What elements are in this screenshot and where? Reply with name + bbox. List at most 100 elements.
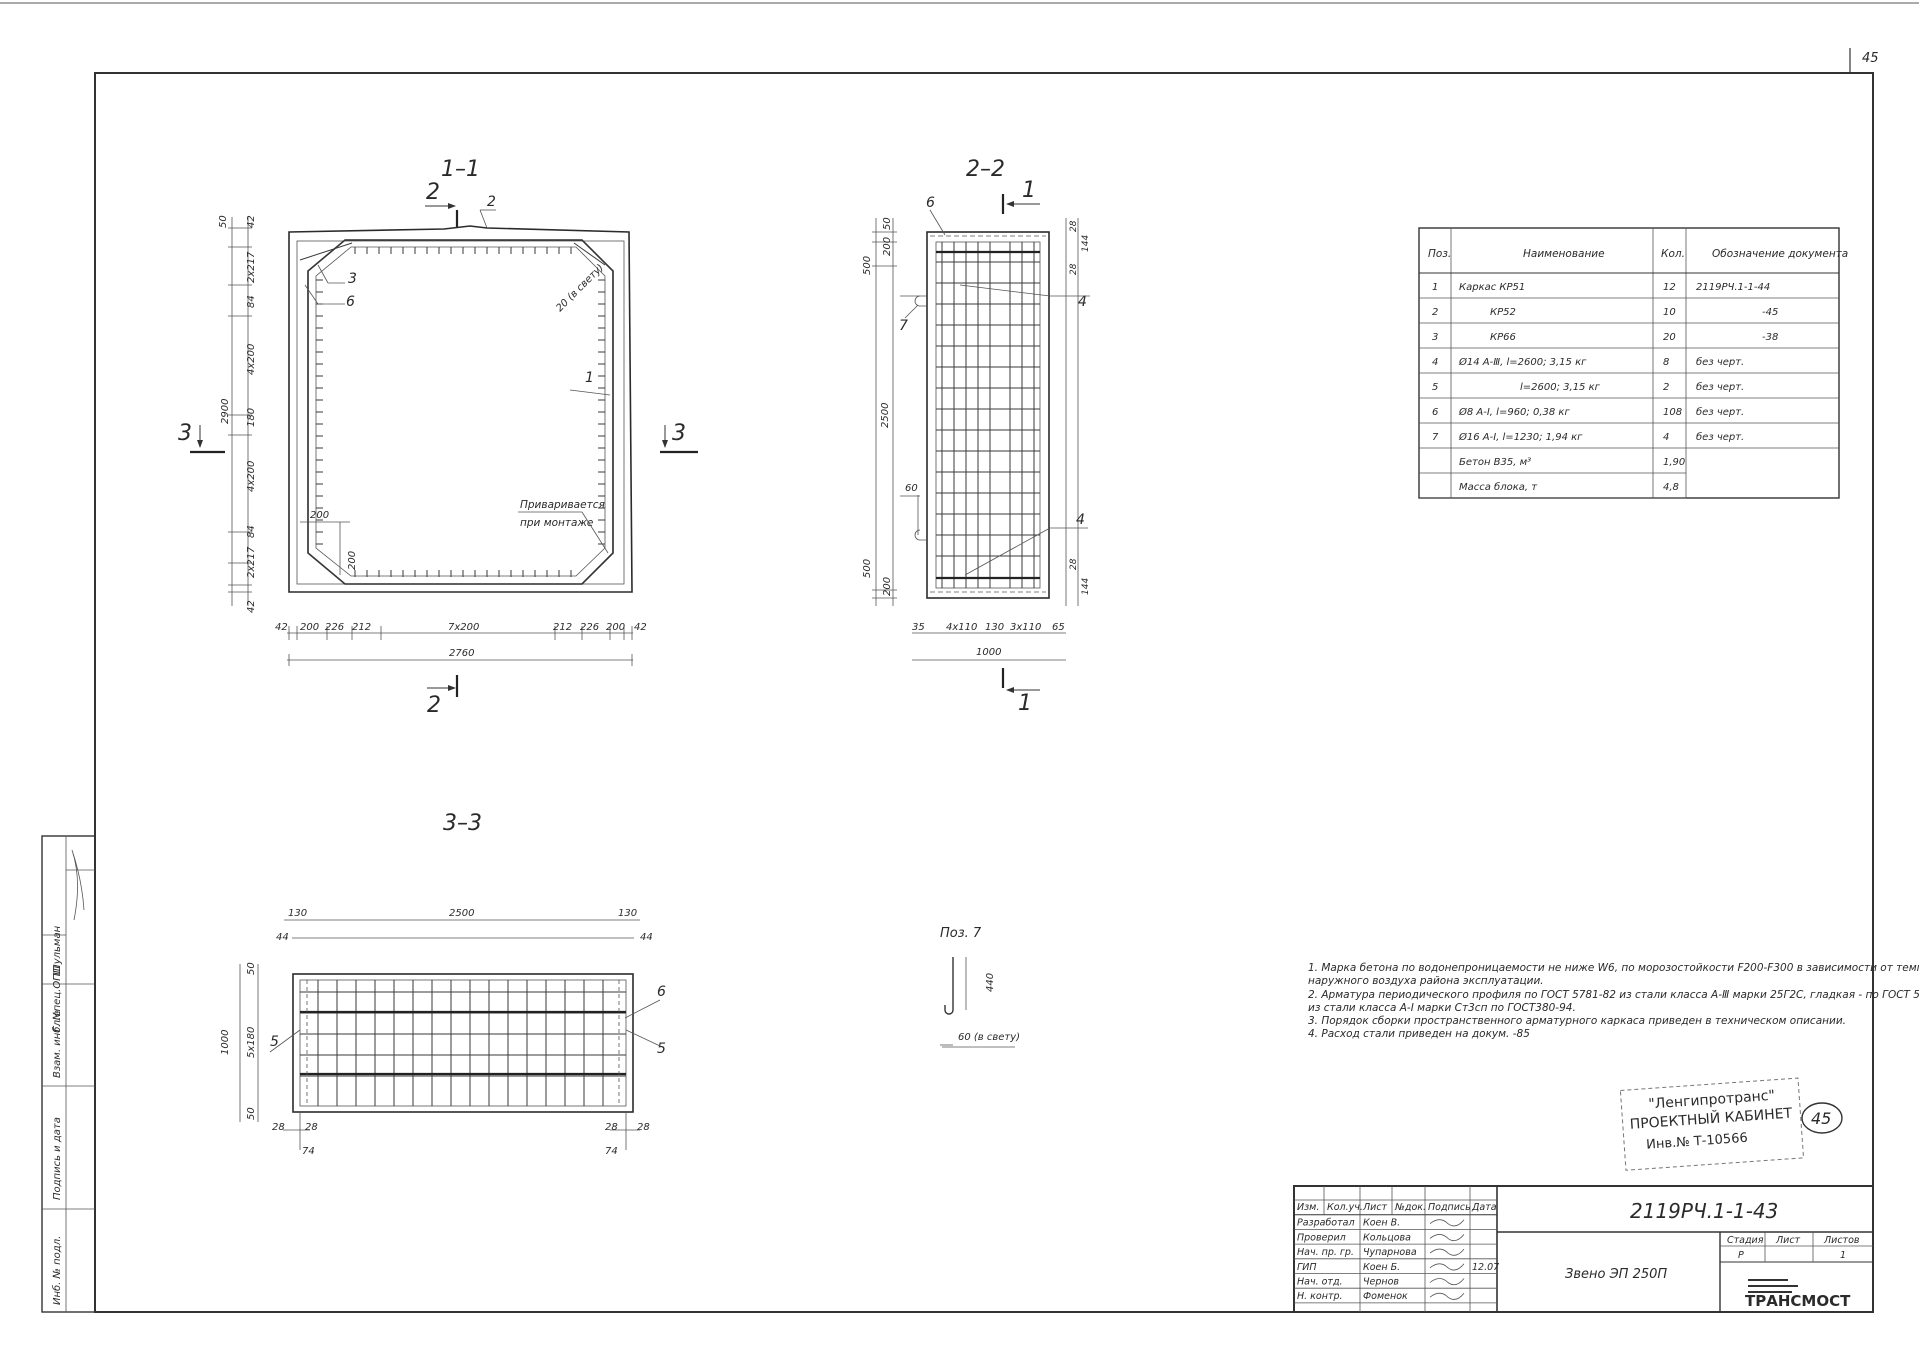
spec-qty: 12	[1663, 282, 1676, 293]
svg-text:Гл.спец.ОПП: Гл.спец.ОПП	[52, 965, 63, 1032]
svg-text:2: 2	[427, 693, 441, 718]
tb-person: Кольцова	[1363, 1232, 1411, 1243]
tb-date: 12.07	[1472, 1262, 1499, 1273]
tb-head-1: Кол.уч.	[1327, 1202, 1363, 1213]
svg-text:28: 28	[637, 1122, 650, 1133]
doc-name: Звено ЭП 250П	[1565, 1267, 1667, 1282]
svg-text:3х110: 3х110	[1010, 622, 1041, 633]
tb-person: Коен В.	[1363, 1218, 1400, 1229]
svg-text:Шульман: Шульман	[52, 925, 63, 975]
svg-text:35: 35	[912, 622, 925, 633]
spec-name: КР52	[1490, 307, 1516, 318]
svg-text:65: 65	[1052, 622, 1065, 633]
svg-text:42: 42	[246, 600, 257, 613]
notes: 1. Марка бетона по водонепроницаемости н…	[1308, 962, 1919, 1040]
spec-header-0: Поз.	[1428, 248, 1451, 260]
spec-doc: без черт.	[1696, 431, 1744, 443]
tb-person: Фоменок	[1363, 1291, 1408, 1302]
spec-qty: 8	[1663, 357, 1669, 368]
spec-name: Ø14 А-Ⅲ, l=2600; 3,15 кг	[1458, 356, 1587, 368]
note-line-2: наружного воздуха района эксплуатации.	[1308, 975, 1544, 987]
spec-qty: 10	[1663, 307, 1676, 318]
svg-text:44: 44	[640, 932, 653, 943]
tb-head-4: Подпись	[1428, 1202, 1471, 1213]
svg-text:200: 200	[882, 577, 893, 596]
svg-text:1000: 1000	[976, 647, 1001, 658]
spec-qty: 1,90	[1663, 457, 1685, 468]
svg-text:5: 5	[657, 1041, 666, 1057]
archive-stamp: "Ленгипротранс" ПРОЕКТНЫЙ КАБИНЕТ Инв.№ …	[1619, 1077, 1805, 1171]
spec-pos: 2	[1432, 307, 1438, 318]
svg-text:2х217: 2х217	[246, 546, 257, 578]
svg-text:2500: 2500	[880, 403, 891, 428]
side-strip: Инб. № подл. Подпись и дата Взам. инб. №…	[41, 835, 96, 1313]
spec-qty: 20	[1663, 332, 1676, 343]
spec-name: Масса блока, т	[1459, 481, 1538, 493]
spec-name: Ø16 А-I, l=1230; 1,94 кг	[1458, 431, 1583, 443]
page-number: 45	[1862, 51, 1879, 66]
spec-pos: 6	[1432, 407, 1438, 418]
svg-text:200: 200	[606, 622, 625, 633]
svg-text:212: 212	[553, 622, 572, 633]
svg-text:4х200: 4х200	[246, 461, 257, 492]
tb-head-0: Изм.	[1297, 1202, 1319, 1213]
svg-text:5: 5	[270, 1034, 279, 1050]
svg-text:4: 4	[1076, 512, 1085, 528]
svg-text:4х110: 4х110	[946, 622, 977, 633]
svg-text:Взам. инб. №: Взам. инб. №	[51, 1010, 63, 1078]
tb-role: ГИП	[1297, 1262, 1317, 1273]
svg-text:4: 4	[1078, 294, 1087, 310]
svg-text:Подпись и дата: Подпись и дата	[52, 1117, 63, 1200]
spec-name: Каркас КР51	[1459, 282, 1525, 293]
tb-person: Чернов	[1363, 1277, 1399, 1288]
svg-text:28: 28	[1069, 220, 1079, 232]
svg-text:42: 42	[634, 622, 647, 633]
svg-text:7х200: 7х200	[448, 622, 479, 633]
detail-pos-7: Поз. 7 440 60 (в свету)	[940, 926, 1020, 1048]
svg-text:3: 3	[178, 421, 192, 446]
svg-text:3: 3	[672, 421, 686, 446]
doc-code: 2119РЧ.1-1-43	[1630, 1199, 1778, 1223]
svg-text:7: 7	[899, 318, 908, 334]
stage-head-0: Стадия	[1727, 1235, 1764, 1246]
svg-text:74: 74	[302, 1146, 315, 1157]
tb-role: Нач. пр. гр.	[1297, 1247, 1354, 1258]
tb-role: Разработал	[1297, 1218, 1355, 1229]
svg-text:6: 6	[346, 294, 355, 310]
svg-text:6: 6	[657, 984, 666, 1000]
spec-pos: 4	[1432, 357, 1438, 368]
spec-qty: 4	[1663, 432, 1669, 443]
svg-text:130: 130	[288, 908, 307, 919]
section-title-2-2: 2–2	[966, 157, 1005, 182]
svg-text:28: 28	[1069, 558, 1079, 570]
tb-head-3: №док.	[1394, 1202, 1426, 1213]
spec-name: l=2600; 3,15 кг	[1520, 382, 1601, 393]
company-logo: ТРАНСМОСТ	[1745, 1292, 1851, 1310]
svg-text:200: 200	[300, 622, 319, 633]
svg-text:1: 1	[1018, 691, 1032, 716]
sheet-frame	[94, 72, 1874, 1313]
tb-role: Проверил	[1297, 1232, 1346, 1243]
svg-text:1: 1	[585, 370, 594, 386]
tb-role: Н. контр.	[1297, 1291, 1343, 1302]
svg-text:при монтаже: при монтаже	[520, 517, 593, 529]
svg-text:200: 200	[310, 510, 329, 521]
svg-text:130: 130	[985, 622, 1004, 633]
section-2-2: 2–2 1 50 200 500 2500 60 500 200 28 144 …	[862, 157, 1091, 716]
svg-text:28: 28	[1069, 263, 1079, 275]
svg-text:2900: 2900	[220, 399, 231, 424]
tb-person: Чупарнова	[1363, 1247, 1417, 1258]
spec-doc: без черт.	[1696, 406, 1744, 418]
note-line-5: 3. Порядок сборки пространственного арма…	[1308, 1015, 1846, 1027]
stage-head-1: Лист	[1775, 1235, 1801, 1246]
svg-text:180: 180	[246, 408, 257, 427]
svg-text:42: 42	[246, 215, 257, 228]
svg-text:6: 6	[926, 195, 935, 211]
note-line-6: 4. Расход стали приведен на докум. -85	[1308, 1028, 1530, 1040]
svg-text:28: 28	[305, 1122, 318, 1133]
spec-header-2: Кол.	[1661, 248, 1685, 260]
svg-text:2: 2	[426, 180, 440, 205]
spec-name: КР66	[1490, 332, 1516, 343]
svg-text:5х180: 5х180	[246, 1027, 257, 1058]
